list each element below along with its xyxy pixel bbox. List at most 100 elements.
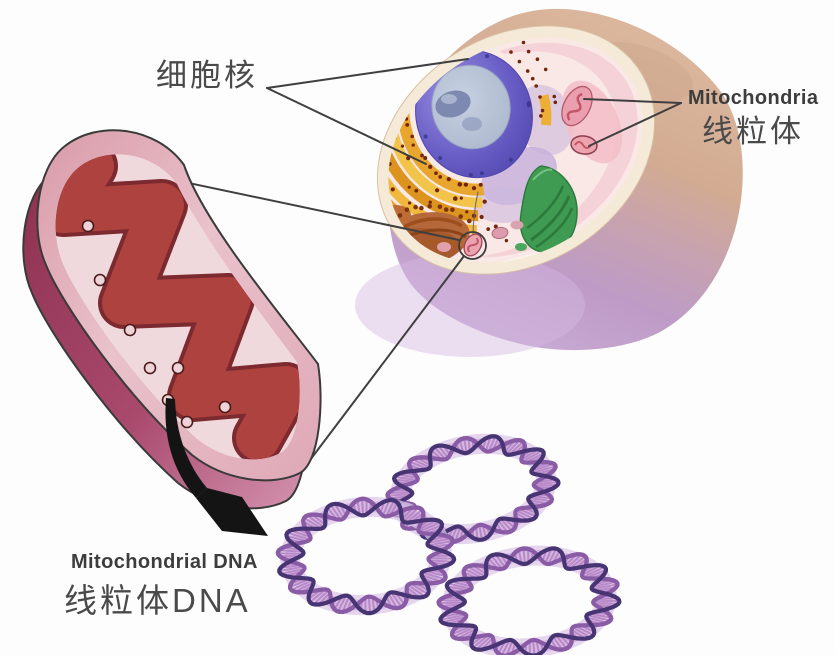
ribosome-dot [396,28,402,34]
ribosome-dot [375,18,381,24]
ribosome-dot [530,76,535,81]
golgi-dot [413,204,418,210]
mitochondria-pointer-line-2 [588,102,682,147]
dna-rung [385,500,395,517]
ribosome-dot [352,169,356,174]
dna-strand-over [404,505,426,518]
zoom-arrow [165,398,268,536]
dna-rung [341,595,351,613]
nuclear-pore-dot [508,157,513,162]
dna-nucleoid-dot [123,323,137,337]
ribosome-dot [539,114,543,118]
ribosome-dot [526,49,531,54]
dna-strand-over [567,552,589,564]
golgi-dot [443,207,449,212]
dna-rung [533,481,559,486]
ribosome-dot [414,188,419,193]
ribosome-dot [396,45,401,51]
ribosome-dot [534,84,538,88]
dna-strand-over [385,598,409,611]
ribosome-dot [420,153,424,158]
ribosome-dot [418,47,423,52]
dna-strand-over [450,626,468,641]
nuclear-pore-dot [526,101,531,106]
cell-mitochondrion-4 [510,220,524,230]
dna-strand-over [550,640,574,652]
dna-rung [591,580,617,589]
ribosome-dot [521,40,526,45]
ribosome-dot [374,203,378,208]
cell-organelles [346,0,638,310]
dna-rung [407,583,426,598]
mitochondrial-dna-rings [275,433,622,655]
ribosome-dot [380,108,384,112]
dna-rung [490,554,503,570]
dna-strand-over [506,437,527,449]
dna-rung [334,503,345,519]
dna-nucleoid-dot [81,219,95,233]
dna-strand-over [496,522,519,535]
ribosome-dot [391,83,397,89]
ribosome-dot [552,94,557,99]
ribosome-dot [471,185,477,191]
dna-rung [280,567,305,575]
ribosome-dot [432,16,437,21]
dna-strand-over [430,568,448,586]
dna-strand-over [452,436,477,447]
dna-rung [586,614,611,622]
nuclear-pore-dot [479,171,484,176]
ribosome-dot [390,106,395,111]
golgi-dot [404,207,410,212]
ribosome-dot [434,171,438,175]
dna-rung [499,518,513,532]
cell-mitochondrion-2 [570,135,598,155]
dna-rung [531,462,555,472]
dna-rung [361,498,365,516]
dna-rung [552,635,564,651]
ribosome-dot [349,160,354,164]
ribosome-dot [410,134,415,139]
ribosome-dot [428,200,432,204]
zoom-cone-line-bottom [297,255,465,477]
ribosome-dot [347,96,353,102]
golgi-dot [467,218,472,224]
nucleus-pointer-line-1 [266,58,469,89]
dna-rung [329,504,342,521]
ribosome-dot [486,227,491,231]
ribosome-dot [540,108,545,113]
ribosome-dot [409,2,414,7]
nucleoplasm [431,64,511,150]
dna-rung [337,595,347,612]
dna-rung [421,571,446,581]
ribosome-dot [446,176,451,182]
ribosome-dot [426,55,430,59]
ribosome-dot [438,33,442,38]
dna-rung [591,583,618,591]
dna-strand-over [604,576,620,594]
golgi-dot [450,207,455,213]
dna-rung [278,549,304,553]
dna-strand-over [538,491,555,509]
dna-rung [290,579,314,591]
dna-rung [534,483,558,487]
dna-rung [388,491,412,495]
ribosome-dot [479,214,484,220]
ribosome-dot [368,41,372,46]
dna-rung [494,553,506,569]
dna-rung [572,626,591,639]
dna-rung [356,499,361,515]
dna-rung [463,438,468,454]
ribosome-dot [366,75,372,81]
ribosome-dot [452,196,458,201]
ribosome-dot [405,122,410,127]
ribosome-dot [377,30,382,36]
circled-mitochondrion [463,233,483,257]
ribosome-dot [348,104,352,108]
ribosome-dot [390,187,395,192]
ribosome-dot [543,67,548,72]
ribosome-dot [504,238,509,243]
nuclear-pore-dot [423,134,428,139]
mitochondria-label-zh: 线粒体 [702,114,804,149]
ribosome-dot [463,182,469,187]
